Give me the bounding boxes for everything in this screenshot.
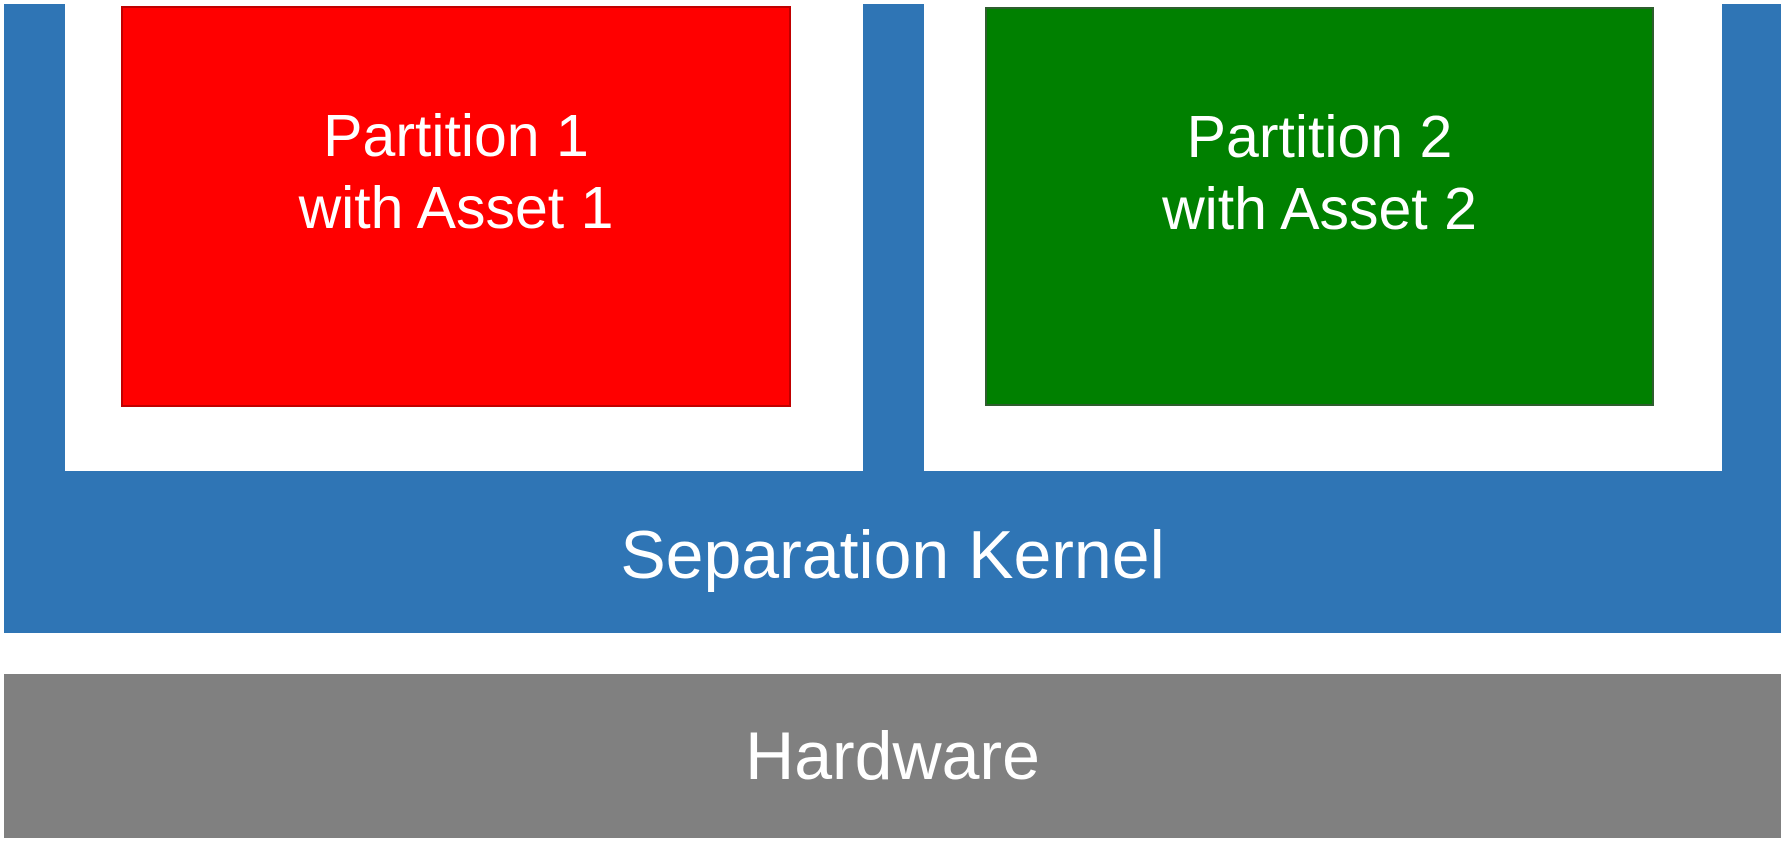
hardware-label: Hardware: [745, 718, 1040, 794]
partition-2-box: Partition 2 with Asset 2: [985, 7, 1654, 406]
partition-2-asset: with Asset 2: [1162, 176, 1477, 242]
partition-1-text: Partition 1 with Asset 1: [299, 100, 614, 244]
hardware-layer: Hardware: [4, 674, 1781, 838]
partition-2-title: Partition 2: [1186, 104, 1453, 170]
partition-1-box: Partition 1 with Asset 1: [121, 6, 791, 407]
partition-2-text: Partition 2 with Asset 2: [1162, 101, 1477, 245]
partition-1-title: Partition 1: [323, 103, 589, 169]
partition-1-asset: with Asset 1: [298, 175, 614, 241]
separation-kernel-label: Separation Kernel: [620, 517, 1165, 593]
